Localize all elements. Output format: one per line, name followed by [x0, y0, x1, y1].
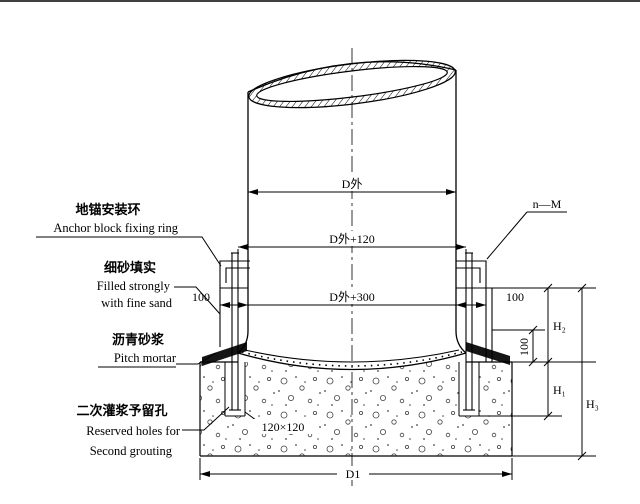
- label-grouting-en1: Reserved holes for: [86, 424, 181, 438]
- text-hole-size: 120×120: [262, 420, 305, 434]
- label-fine-sand-en2: with fine sand: [101, 296, 173, 310]
- text-bolt-spec: n—M: [533, 197, 562, 211]
- pitch-mortar-left: [202, 342, 247, 366]
- label-grouting-en2: Second grouting: [90, 444, 173, 458]
- bolt-spec-callout: n—M: [487, 197, 567, 259]
- label-fine-sand-cn: 细砂填实: [104, 260, 156, 275]
- dim-hole-size: 120×120: [245, 412, 313, 434]
- fine-sand-callout: 细砂填实 Filled strongly with fine sand: [97, 260, 220, 314]
- label-pitch-mortar-en: Pitch mortar: [114, 351, 177, 365]
- text-d-outer: D外: [342, 177, 363, 191]
- anchor-plate-left: [220, 261, 250, 347]
- label-fine-sand-en1: Filled strongly: [97, 279, 171, 293]
- grout-hole-right: [459, 362, 479, 416]
- pitch-mortar-right: [466, 342, 510, 365]
- text-h-total: H₃: [586, 397, 599, 411]
- right-dimension-chains: [479, 284, 596, 460]
- label-anchor-ring-cn: 地锚安装环: [75, 202, 140, 217]
- text-d1: D1: [346, 467, 361, 481]
- text-right-100: 100: [506, 290, 524, 304]
- text-vert-100: 100: [517, 338, 531, 356]
- text-d-outer-120: D外+120: [329, 232, 374, 246]
- grouting-callout: 二次灌浆予留孔 Reserved holes for Second grouti…: [76, 403, 229, 458]
- label-pitch-mortar-cn: 沥青砂浆: [112, 332, 165, 347]
- text-d-outer-300: D外+300: [329, 290, 374, 304]
- dim-d-outer: D外: [248, 176, 456, 195]
- grout-hole-left: [225, 362, 245, 416]
- label-grouting-cn: 二次灌浆予留孔: [76, 403, 167, 418]
- anchor-ring-callout: 地锚安装环 Anchor block fixing ring: [36, 202, 221, 266]
- label-anchor-ring-en: Anchor block fixing ring: [53, 221, 178, 235]
- dim-d-outer-300: D外+300 100 100: [192, 290, 524, 308]
- text-left-100: 100: [192, 290, 210, 304]
- dim-d-outer-120: D外+120: [238, 231, 466, 259]
- text-h-mid: H₁: [553, 383, 566, 397]
- pitch-mortar-callout: 沥青砂浆 Pitch mortar: [98, 332, 216, 367]
- text-h-upper: H₂: [553, 319, 566, 333]
- dim-d1: D1: [200, 458, 512, 481]
